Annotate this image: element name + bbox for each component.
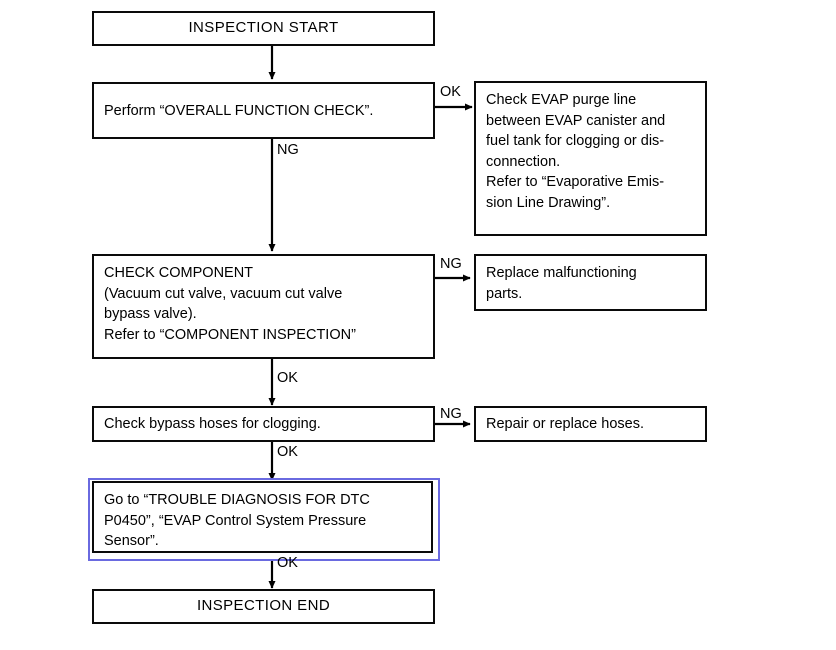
node-check-evap-purge-line-label: Check EVAP purge line between EVAP canis… (486, 92, 666, 211)
edge-label-component-ok: OK (277, 370, 298, 386)
edge-label-hoses-ok: OK (277, 444, 298, 460)
node-check-evap-purge-line[interactable]: Check EVAP purge line between EVAP canis… (474, 81, 707, 236)
node-go-to-trouble-diagnosis-label: Go to “TROUBLE DIAGNOSIS FOR DTC P0450”,… (104, 492, 370, 549)
node-check-bypass-hoses-label: Check bypass hoses for clogging. (104, 416, 321, 433)
node-check-bypass-hoses[interactable]: Check bypass hoses for clogging. (92, 406, 435, 442)
node-check-component[interactable]: CHECK COMPONENT (Vacuum cut valve, vacuu… (92, 254, 435, 359)
edge-label-hoses-ng: NG (440, 406, 462, 422)
node-check-component-label: CHECK COMPONENT (Vacuum cut valve, vacuu… (104, 265, 356, 343)
node-perform-overall-function-check[interactable]: Perform “OVERALL FUNCTION CHECK”. (92, 82, 435, 139)
node-replace-malfunctioning-parts-label: Replace malfunctioning parts. (486, 265, 637, 302)
node-repair-or-replace-hoses[interactable]: Repair or replace hoses. (474, 406, 707, 442)
node-repair-or-replace-hoses-label: Repair or replace hoses. (486, 416, 644, 433)
edge-label-function-check-ng: NG (277, 142, 299, 158)
node-inspection-end-label: INSPECTION END (196, 597, 331, 615)
node-perform-overall-function-check-label: Perform “OVERALL FUNCTION CHECK”. (104, 102, 374, 119)
edge-label-function-check-ok: OK (440, 84, 461, 100)
edge-label-component-ng: NG (440, 256, 462, 272)
edge-label-diagnosis-ok: OK (277, 555, 298, 571)
node-go-to-trouble-diagnosis[interactable]: Go to “TROUBLE DIAGNOSIS FOR DTC P0450”,… (92, 481, 433, 553)
node-replace-malfunctioning-parts[interactable]: Replace malfunctioning parts. (474, 254, 707, 311)
node-inspection-start-label: INSPECTION START (188, 19, 339, 37)
node-inspection-end[interactable]: INSPECTION END (92, 589, 435, 624)
node-inspection-start[interactable]: INSPECTION START (92, 11, 435, 46)
